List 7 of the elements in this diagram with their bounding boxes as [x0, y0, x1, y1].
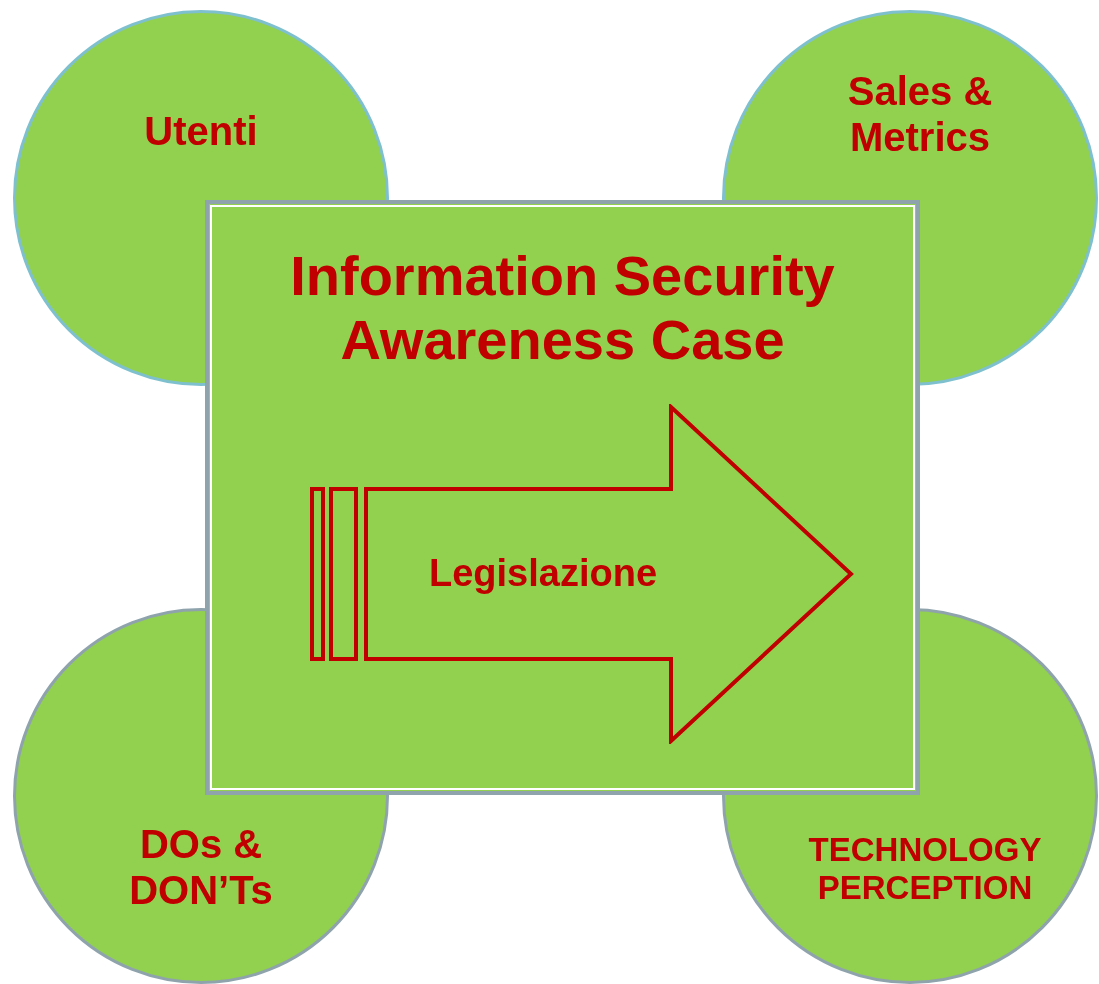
panel-title: Information Security Awareness Case [289, 244, 836, 373]
arrow-label: Legislazione [429, 552, 658, 595]
circle-label: DOs & DON’Ts [128, 821, 274, 913]
circle-label: Utenti [143, 108, 259, 154]
circle-label: Sales & Metrics [846, 68, 994, 160]
circle-label: TECHNOLOGY PERCEPTION [807, 831, 1043, 907]
square-panel [205, 200, 920, 795]
